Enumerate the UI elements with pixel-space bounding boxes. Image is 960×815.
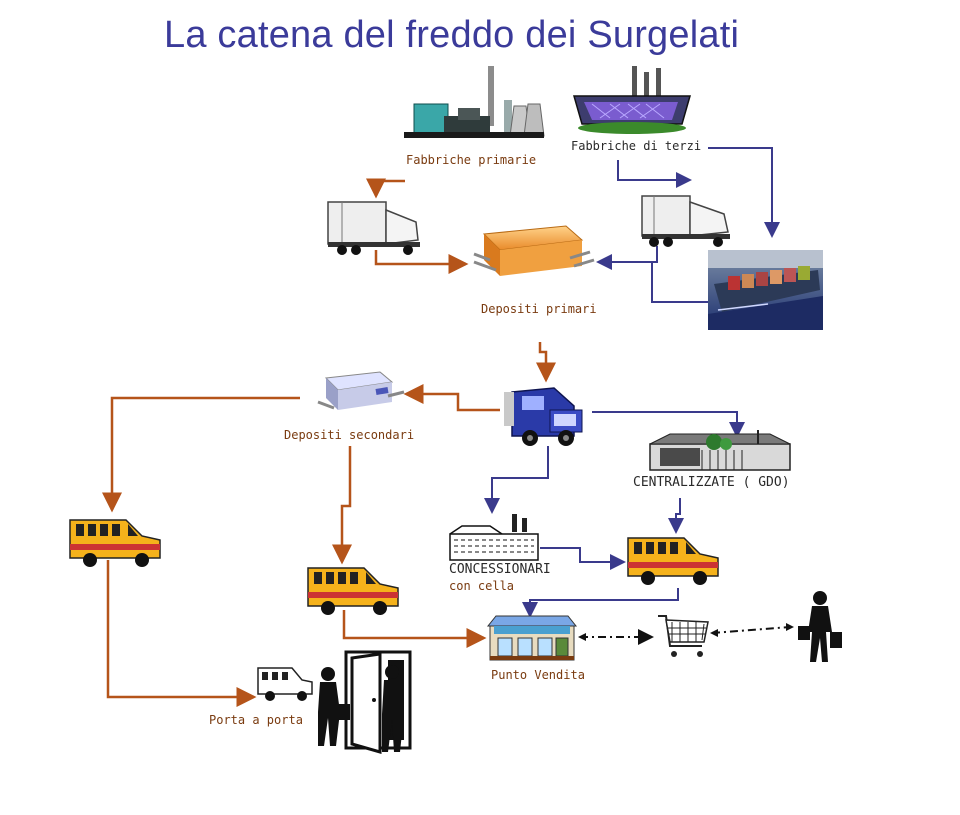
arrow-cart-to-shopper [711, 626, 791, 634]
label-depositi-primari: Depositi primari [481, 302, 597, 316]
container-ship-icon [708, 250, 823, 330]
arrow-ship-to-deposit [651, 262, 708, 303]
third-party-factory-icon [573, 66, 691, 134]
arrow-truck2-to-deposit [596, 246, 658, 270]
truck-icon [327, 201, 420, 255]
arrow-deposit-to-bluetruck [536, 342, 556, 383]
arrow-van-to-store [522, 588, 679, 618]
arrow-conc-to-van [540, 547, 626, 570]
blue-truck-icon [504, 387, 583, 446]
delivery-person-icon [318, 667, 350, 746]
arrow-bluetruck-to-secondary [403, 384, 500, 412]
arrow-secondary-to-van-left [102, 396, 300, 513]
truck-icon [641, 195, 730, 247]
arrow-van-to-store2 [342, 610, 487, 648]
diagram-title: La catena del freddo dei Surgelati [164, 14, 740, 56]
label-concessionari: CONCESSIONARI [449, 562, 551, 577]
arrow-bluetruck-to-gdo [592, 411, 745, 438]
van-icon [257, 667, 313, 701]
van-icon [307, 567, 399, 615]
distribution-center-icon [649, 430, 791, 471]
label-con-cella: con cella [449, 579, 515, 593]
flow-lines [102, 147, 794, 707]
label-porta-a-porta: Porta a porta [209, 713, 303, 727]
warehouse-icon [473, 225, 595, 276]
label-punto-vendita: Punto Vendita [491, 668, 585, 682]
arrow-truck-to-deposit [374, 250, 469, 274]
arrow-terzi-to-truck [617, 160, 692, 188]
store-icon [486, 615, 578, 661]
label-depositi-secondari: Depositi secondari [284, 428, 415, 442]
factory-icon [404, 66, 545, 138]
label-fabbriche-terzi: Fabbriche di terzi [571, 139, 702, 153]
label-centralizzate: CENTRALIZZATE ( GDO) [633, 475, 790, 490]
arrow-gdo-to-van [668, 498, 684, 534]
van-icon [627, 537, 719, 585]
label-fabbriche-primarie: Fabbriche primarie [406, 153, 537, 167]
arrow-van-to-door [106, 560, 257, 707]
shopper-icon [798, 591, 842, 662]
concessionaire-building-icon [449, 514, 539, 561]
arrow-terzi-to-ship [708, 147, 780, 238]
van-icon [69, 519, 161, 567]
warehouse-icon [317, 371, 405, 410]
shopping-cart-icon [658, 615, 709, 657]
arrow-secondary-to-van-mid [332, 446, 352, 565]
arrow-factory-to-truck [366, 178, 405, 199]
arrow-bluetruck-to-concessionari [484, 446, 549, 514]
delivery-person-icon [382, 665, 404, 752]
